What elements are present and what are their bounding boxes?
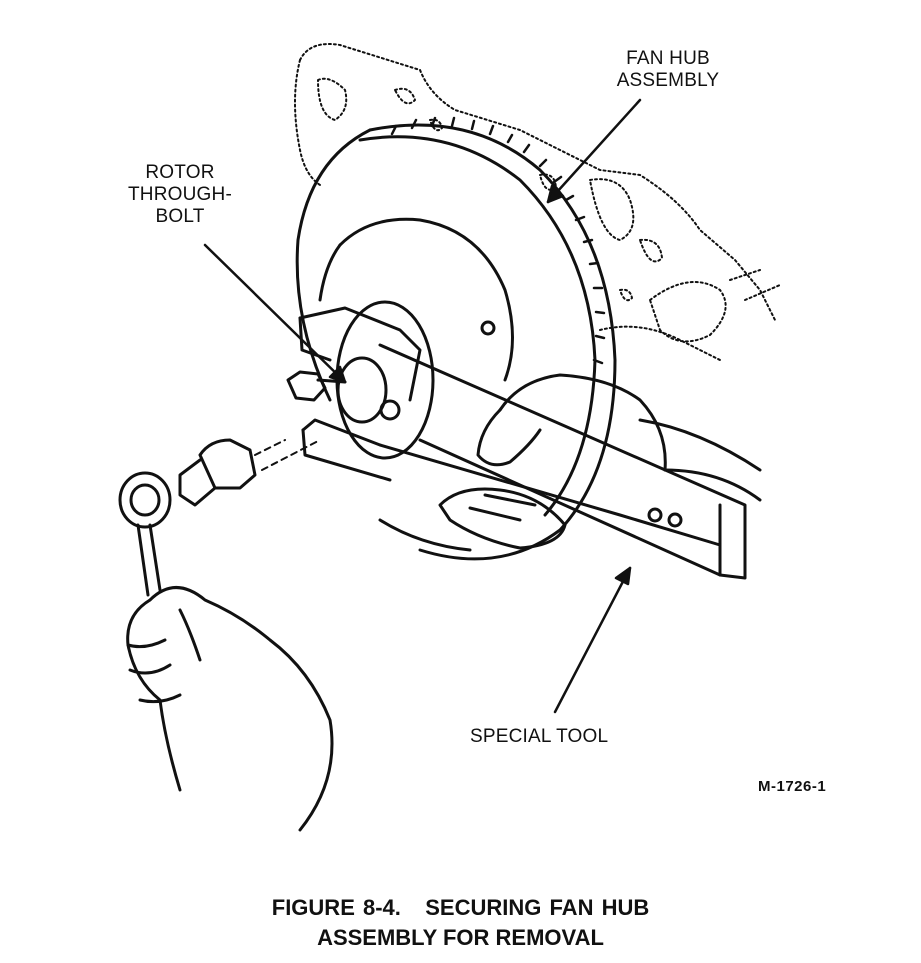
rotor-label-line1: ROTOR bbox=[145, 162, 215, 183]
fan-hub-label-line1: FAN HUB bbox=[626, 48, 710, 69]
rotor-bolt-leader bbox=[203, 243, 347, 384]
ring-gear-teeth bbox=[390, 116, 606, 365]
fan-hub-arrowhead bbox=[546, 184, 565, 204]
special-tool-bar bbox=[298, 306, 747, 580]
figure-code: M-1726-1 bbox=[758, 778, 827, 795]
special-tool-leader bbox=[553, 566, 632, 714]
rotor-bolt-arrowhead bbox=[328, 365, 347, 384]
socket-wrench bbox=[118, 438, 321, 597]
figure-caption: FIGURE 8-4. SECURING FAN HUB ASSEMBLY FO… bbox=[0, 893, 921, 953]
rotor-label-line3: BOLT bbox=[155, 206, 205, 227]
engine-block-outline bbox=[294, 43, 781, 361]
special-tool-arrowhead bbox=[614, 566, 632, 586]
special-tool-label: SPECIAL TOOL bbox=[470, 726, 609, 747]
caption-line2: ASSEMBLY FOR REMOVAL bbox=[317, 925, 604, 950]
fan-hub-label-line2: ASSEMBLY bbox=[616, 70, 720, 91]
right-hand bbox=[438, 373, 762, 550]
rotor-label-line2: THROUGH- bbox=[128, 184, 232, 205]
left-hand bbox=[126, 586, 334, 832]
fan-hub-illustration bbox=[118, 43, 781, 832]
fan-hub-leader bbox=[546, 98, 642, 204]
rotor-through-bolt-label: ROTOR THROUGH- BOLT bbox=[100, 162, 260, 228]
fan-hub-assembly-label: FAN HUB ASSEMBLY bbox=[598, 48, 738, 92]
caption-line1: FIGURE 8-4. SECURING FAN HUB bbox=[271, 895, 650, 920]
leader-arrows bbox=[203, 98, 642, 714]
